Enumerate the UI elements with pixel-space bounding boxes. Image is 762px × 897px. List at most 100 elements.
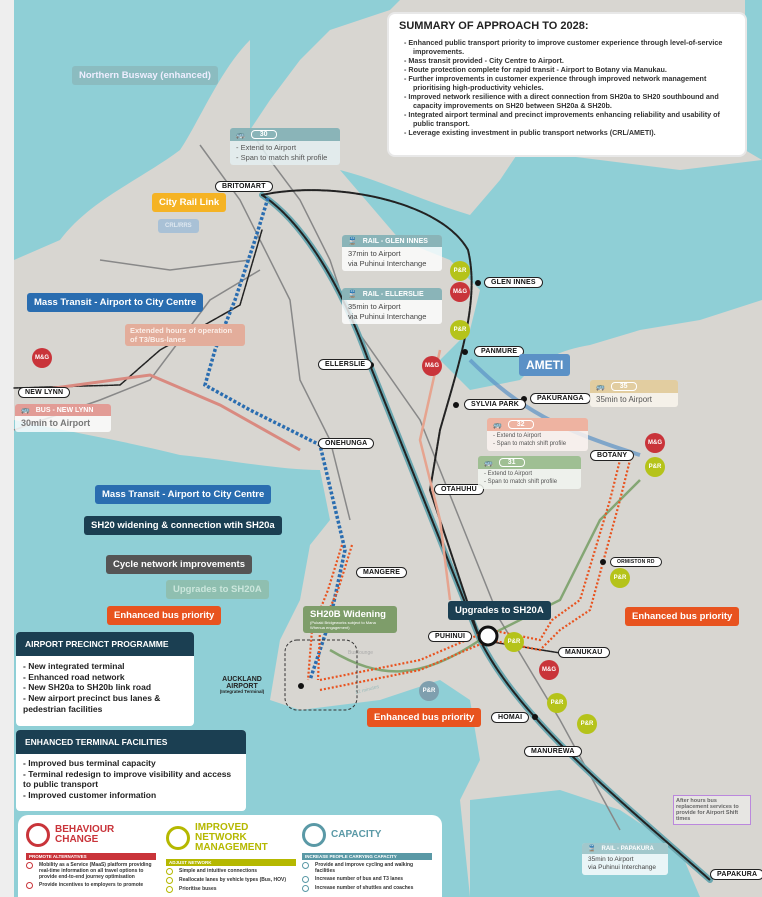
bus-31-box[interactable]: 🚌31 - Extend to Airport- Span to match s…	[478, 456, 581, 489]
precinct-item: - New integrated terminal	[23, 661, 125, 671]
box-title: BUS - NEW LYNN	[35, 406, 94, 414]
park-and-ride-marker[interactable]: P&R	[610, 568, 630, 588]
summary-item: - Route protection complete for rapid tr…	[404, 65, 667, 74]
meet-and-greet-marker[interactable]: M&G	[645, 433, 665, 453]
bus-30-box[interactable]: 🚌30 - Extend to Airport- Span to match s…	[230, 128, 340, 165]
station-manukau[interactable]: MANUKAU	[558, 647, 610, 658]
cyclist-icon	[302, 862, 309, 869]
park-and-ride-marker[interactable]: P&R	[645, 457, 665, 477]
station-sylvia-park[interactable]: SYLVIA PARK	[464, 399, 526, 410]
bus-icon: 🚌	[493, 421, 502, 429]
station-manurewa[interactable]: MANUREWA	[524, 746, 582, 757]
legend-bar: INCREASE PEOPLE CARRYING CAPACITY	[302, 853, 432, 860]
legend-capacity: CAPACITY INCREASE PEOPLE CARRYING CAPACI…	[302, 823, 432, 892]
ameti-label: AMETI	[519, 354, 571, 376]
box-title: RAIL - ELLERSLIE	[362, 290, 424, 298]
station-onehunga[interactable]: ONEHUNGA	[318, 438, 375, 449]
meet-and-greet-marker[interactable]: M&G	[450, 282, 470, 302]
northern-busway-label: Northern Busway (enhanced)	[72, 66, 218, 85]
legend-item: Mobility as a Service (MaaS) platform pr…	[39, 862, 152, 880]
airport-precinct-panel: AIRPORT PRECINCT PROGRAMME - New integra…	[16, 632, 194, 726]
station-mangere[interactable]: MANGERE	[356, 567, 408, 578]
park-and-ride-marker[interactable]: P&R	[577, 714, 597, 734]
bus-priority-label-3: Enhanced bus priority	[625, 607, 740, 626]
station-britomart[interactable]: BRITOMART	[215, 181, 273, 192]
legend-bar: PROMOTE ALTERNATIVES	[26, 853, 156, 860]
after-hours-note: After hours bus replacement services to …	[673, 795, 751, 825]
meet-and-greet-marker[interactable]: M&G	[422, 356, 442, 376]
bus-priority-label: Enhanced bus priority	[107, 606, 222, 625]
bus-icon: 🚌	[21, 407, 30, 414]
legend-panel: BEHAVIOUR CHANGE PROMOTE ALTERNATIVES Mo…	[18, 815, 442, 897]
station-pakuranga[interactable]: PAKURANGA	[530, 393, 591, 404]
terminal-title: ENHANCED TERMINAL FACILITIES	[16, 730, 246, 754]
cycle-network-label: Cycle network improvements	[106, 555, 252, 574]
legend-title: IMPROVED NETWORK MANAGEMENT	[195, 822, 268, 853]
terminal-item: - Terminal redesign to improve visibilit…	[23, 768, 232, 790]
city-rail-link-label: City Rail Link	[152, 193, 227, 212]
park-and-ride-marker[interactable]: P&R	[450, 261, 470, 281]
airport-label: AUCKLAND AIRPORT (Integrated Terminal)	[212, 676, 272, 695]
train-icon: 🚆	[348, 291, 357, 298]
box-line: 35min to Airport	[348, 302, 401, 311]
summary-item: - Integrated airport terminal and precin…	[404, 110, 720, 128]
bus-35-box[interactable]: 🚌35 35min to Airport	[590, 380, 678, 408]
station-glen-innes[interactable]: GLEN INNES	[484, 277, 543, 288]
station-panmure[interactable]: PANMURE	[474, 346, 525, 357]
legend-item: Provide incentives to employers to promo…	[39, 882, 144, 888]
sh20b-note: (Pukaki Bridgeworks subject to Mana When…	[310, 620, 376, 630]
legend-item: Simple and intuitive connections	[179, 868, 258, 874]
box-line: - Span to match shift profile	[484, 478, 558, 485]
airport-precinct-title: AIRPORT PRECINCT PROGRAMME	[16, 632, 194, 656]
bus-lounge-label: Bus lounge	[348, 650, 374, 656]
summary-item: - Mass transit provided - City Centre to…	[404, 56, 564, 65]
park-and-ride-marker[interactable]: P&R	[504, 632, 524, 652]
station-homai[interactable]: HOMAI	[491, 712, 530, 723]
route-number: 30	[250, 130, 277, 139]
legend-title: BEHAVIOUR CHANGE	[55, 824, 115, 845]
sh20b-widening-label: SH20B Widening (Pukaki Bridgeworks subje…	[303, 606, 397, 633]
rail-lines	[13, 189, 713, 883]
airport-sub: (Integrated Terminal)	[219, 689, 265, 694]
head-icon	[26, 823, 50, 847]
station-new-lynn[interactable]: NEW LYNN	[18, 387, 71, 398]
lane-icon	[166, 877, 173, 884]
sh20-widening-label: SH20 widening & connection wtih SH20a	[84, 516, 282, 535]
box-title: RAIL - GLEN INNES	[362, 237, 428, 245]
meet-and-greet-marker[interactable]: M&G	[539, 660, 559, 680]
station-ellerslie[interactable]: ELLERSLIE	[318, 359, 373, 370]
person-icon	[26, 882, 33, 889]
airport-name: AUCKLAND AIRPORT	[222, 676, 262, 690]
exclamation-icon	[302, 823, 326, 847]
network-icon	[166, 826, 190, 850]
mass-transit-route	[202, 197, 347, 681]
summary-item: - Enhanced public transport priority to …	[404, 38, 723, 56]
park-and-ride-marker[interactable]: P&R	[419, 681, 439, 701]
bus-icon	[166, 886, 173, 893]
sh20b-title: SH20B Widening	[310, 609, 386, 620]
summary-item: - Further improvements in customer exper…	[404, 74, 707, 92]
box-line: - Span to match shift profile	[493, 440, 567, 447]
box-line: 37min to Airport	[348, 249, 401, 258]
station-papakura[interactable]: PAPAKURA	[710, 869, 762, 880]
summary-title: SUMMARY OF APPROACH TO 2028:	[399, 20, 589, 32]
mass-transit-label: Mass Transit - Airport to City Centre	[27, 293, 204, 312]
station-botany[interactable]: BOTANY	[590, 450, 635, 461]
bus-new-lynn-box[interactable]: 🚌BUS - NEW LYNN 30min to Airport	[15, 404, 111, 432]
meet-and-greet-marker[interactable]: M&G	[32, 348, 52, 368]
bus-32-box[interactable]: 🚌32 - Extend to Airport- Span to match s…	[487, 418, 588, 451]
station-otahuhu[interactable]: OTAHUHU	[434, 484, 484, 495]
park-and-ride-marker[interactable]: P&R	[547, 693, 567, 713]
legend-item: Increase number of bus and T3 lanes	[315, 876, 404, 882]
crl-faded-label: CRL/RRS	[158, 219, 199, 233]
precinct-item: - Enhanced road network	[23, 671, 125, 682]
box-line: via Puhinui Interchange	[348, 258, 427, 268]
station-puhinui[interactable]: PUHINUI	[428, 631, 473, 642]
station-ormiston-rd[interactable]: ORMISTON RD	[610, 557, 662, 567]
park-and-ride-marker[interactable]: P&R	[450, 320, 470, 340]
upgrades-sh20a-faded-label: Upgrades to SH20A	[166, 580, 269, 599]
summary-item: - Leverage existing investment in public…	[404, 128, 656, 137]
